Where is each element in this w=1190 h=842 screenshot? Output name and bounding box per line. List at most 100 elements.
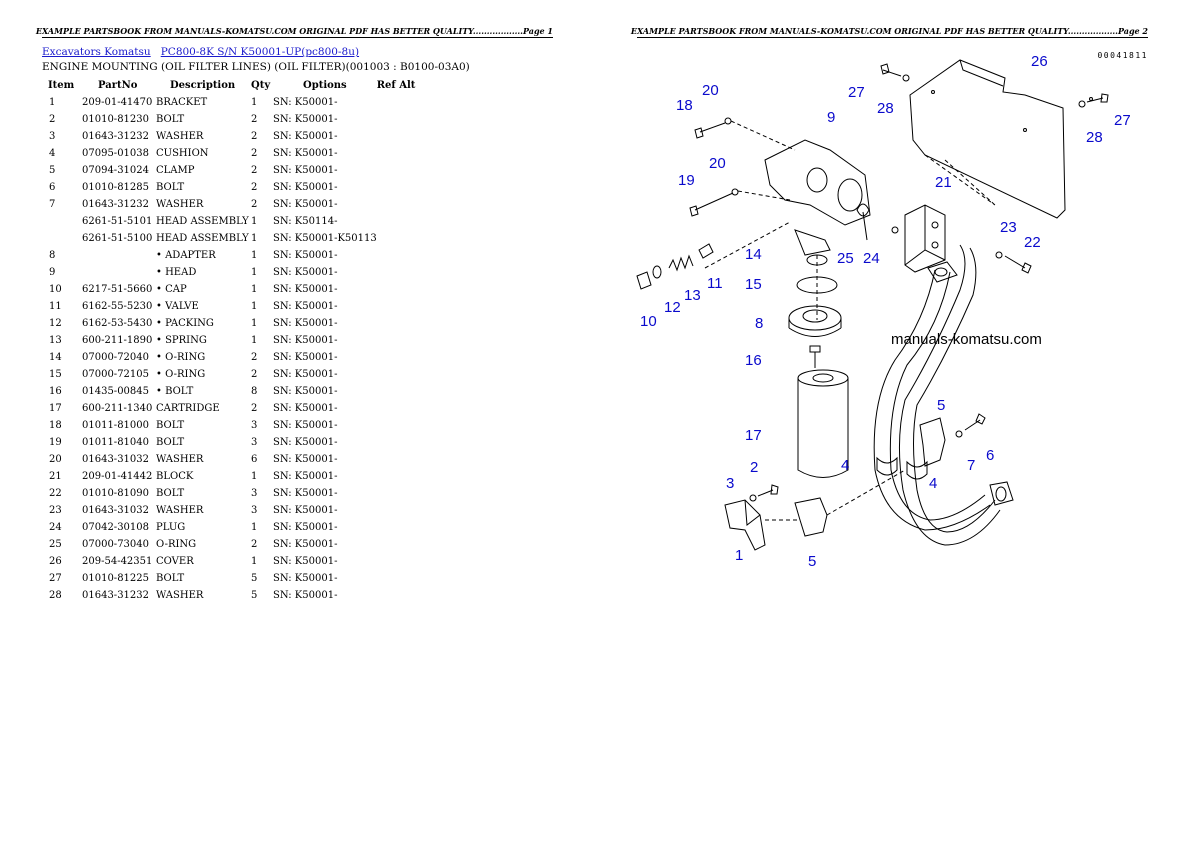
cell-qty: 1: [251, 522, 258, 533]
cell-description: HEAD ASSEMBLY: [156, 216, 249, 227]
callout-26: 26: [1031, 53, 1048, 70]
cell-ref-alt: [377, 434, 437, 451]
column-header-item: Item: [48, 80, 75, 91]
page-1-header: EXAMPLE PARTSBOOK FROM MANUALS-KOMATSU.C…: [35, 26, 553, 36]
cell-qty: 1: [251, 471, 258, 482]
cell-item: 28: [49, 590, 62, 601]
callout-11: 11: [707, 275, 723, 292]
cell-ref-alt: [377, 94, 437, 111]
callout-17: 17: [745, 427, 762, 444]
cell-qty: 3: [251, 437, 258, 448]
cell-item: 11: [49, 301, 62, 312]
callout-14: 14: [745, 246, 762, 263]
cell-qty: 2: [251, 403, 258, 414]
cell-partno: [82, 247, 156, 264]
callout-9: 9: [827, 109, 835, 126]
callout-20b: 20: [709, 155, 726, 172]
cartridge-top: [797, 369, 849, 387]
cell-qty: 1: [251, 267, 258, 278]
cell-description: HEAD ASSEMBLY: [156, 233, 249, 244]
cover-hole: [931, 90, 935, 94]
cell-qty: 1: [251, 284, 258, 295]
callout-20a: 20: [702, 82, 719, 99]
washer-7: [955, 430, 963, 438]
block-hole: [931, 241, 939, 249]
cell-description: BOLT: [156, 573, 185, 584]
bolt-27-right: [1086, 93, 1109, 103]
valve-11: [698, 243, 714, 259]
cell-item: 7: [49, 199, 56, 210]
cell-item: 2: [49, 114, 56, 125]
cell-options: SN: K50001-: [273, 131, 338, 142]
callout-21: 21: [935, 174, 952, 191]
cell-options: SN: K50001-: [273, 284, 338, 295]
cell-item: 19: [49, 437, 62, 448]
hose-flange-port: [995, 486, 1007, 502]
callout-23: 23: [1000, 219, 1017, 236]
cell-options: SN: K50001-: [273, 182, 338, 193]
washer-28-right: [1078, 100, 1086, 108]
callout-24: 24: [863, 250, 880, 267]
cell-options: SN: K50001-: [273, 250, 338, 261]
cell-item: 10: [49, 284, 62, 295]
cell-partno: 01010-81285: [82, 182, 150, 193]
cell-options: SN: K50001-: [273, 556, 338, 567]
breadcrumb-link-model[interactable]: PC800-8K S/N K50001-UP(pc800-8u): [160, 46, 360, 58]
cell-ref-alt: [377, 536, 437, 553]
cell-ref-alt: [377, 502, 437, 519]
o-ring-15: [796, 276, 838, 294]
cap-10: [636, 271, 652, 290]
hose-flange-bottom: [989, 481, 1014, 506]
cell-description: • HEAD: [156, 267, 197, 278]
filter-head-base: [794, 229, 831, 256]
cell-ref-alt: [377, 315, 437, 332]
cell-item: 24: [49, 522, 62, 533]
cell-ref-alt: [377, 230, 437, 247]
assembly-lines: [704, 120, 996, 320]
cell-partno: 01643-31232: [82, 590, 150, 601]
section-title: ENGINE MOUNTING (OIL FILTER LINES) (OIL …: [42, 61, 470, 73]
cell-description: BOLT: [156, 420, 185, 431]
cell-ref-alt: [377, 281, 437, 298]
cell-ref-alt: [377, 145, 437, 162]
cell-options: SN: K50001-: [273, 386, 338, 397]
cell-partno: 07000-73040: [82, 539, 150, 550]
cell-ref-alt: [377, 451, 437, 468]
callout-labels: 1 2 3 4 4 5 5 6 7 8 9 10 11 12 13 14 15 …: [640, 53, 1131, 570]
cell-item: 3: [49, 131, 56, 142]
washer-3: [749, 494, 757, 502]
cell-options: SN: K50001-: [273, 471, 338, 482]
cell-ref-alt: [377, 587, 437, 604]
o-ring-14: [806, 254, 828, 266]
cartridge-body: [797, 378, 849, 478]
washer-20-upper: [724, 117, 732, 125]
callout-7: 7: [967, 457, 975, 474]
cell-qty: 2: [251, 539, 258, 550]
cover-plate-edge: [959, 59, 1004, 87]
callout-27a: 27: [848, 84, 865, 101]
cell-ref-alt: [377, 366, 437, 383]
cell-item: 27: [49, 573, 62, 584]
cell-options: SN: K50001-: [273, 165, 338, 176]
cell-partno: 01643-31232: [82, 131, 150, 142]
cell-description: • VALVE: [156, 301, 199, 312]
cell-qty: 5: [251, 590, 258, 601]
filter-head-port: [806, 167, 828, 193]
cell-partno: 07000-72040: [82, 352, 150, 363]
callout-8: 8: [755, 315, 763, 332]
cell-ref-alt: [377, 196, 437, 213]
page-2: EXAMPLE PARTSBOOK FROM MANUALS-KOMATSU.C…: [595, 0, 1190, 842]
cell-options: SN: K50001-: [273, 590, 338, 601]
breadcrumb-link-category[interactable]: Excavators Komatsu: [42, 46, 151, 58]
cell-options: SN: K50001-: [273, 352, 338, 363]
